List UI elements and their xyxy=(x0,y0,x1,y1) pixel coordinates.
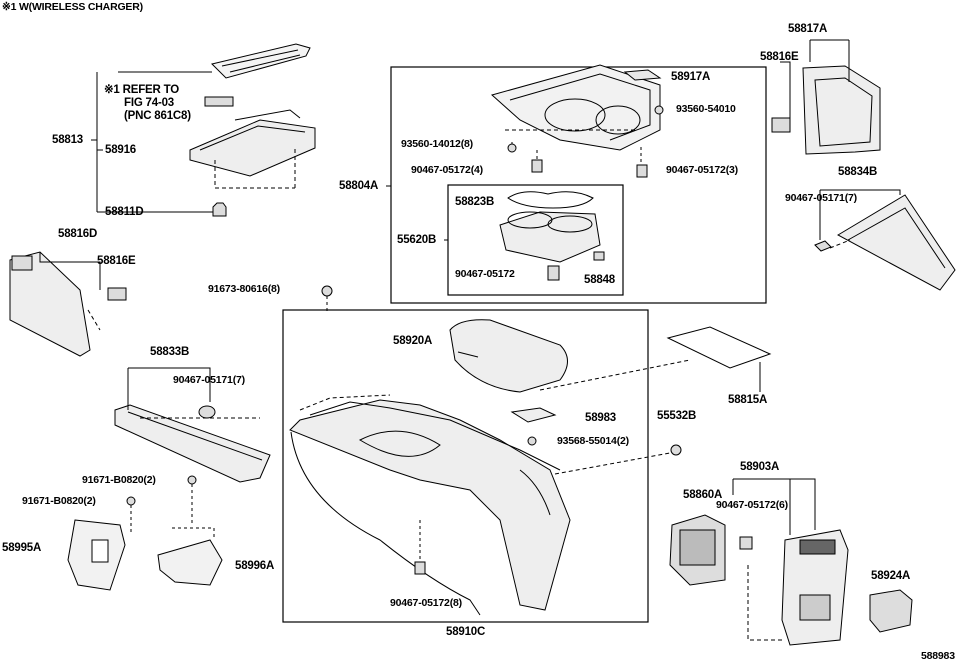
label-91671-B0820-b[interactable]: 91671-B0820(2) xyxy=(22,495,96,507)
label-58834B[interactable]: 58834B xyxy=(838,166,878,178)
part-58804A xyxy=(490,64,661,151)
leader-58813 xyxy=(91,71,213,213)
label-58916[interactable]: 58916 xyxy=(105,144,136,156)
part-cover-plate xyxy=(211,43,311,79)
label-58816E-left[interactable]: 58816E xyxy=(97,255,136,267)
refer-note-line2: FIG 74-03 xyxy=(124,97,174,109)
label-58848[interactable]: 58848 xyxy=(584,274,615,286)
part-58916 xyxy=(189,119,316,177)
header-note: ※1 W(WIRELESS CHARGER) xyxy=(2,1,143,13)
label-58804A[interactable]: 58804A xyxy=(339,180,379,192)
label-93568-55014[interactable]: 93568-55014(2) xyxy=(557,435,629,447)
label-58983[interactable]: 58983 xyxy=(585,412,616,424)
label-58920A[interactable]: 58920A xyxy=(393,335,433,347)
part-55620B xyxy=(499,211,601,263)
label-58813[interactable]: 58813 xyxy=(52,134,83,146)
label-55620B[interactable]: 55620B xyxy=(397,234,437,246)
part-58815A xyxy=(666,326,772,369)
label-58815A[interactable]: 58815A xyxy=(728,394,768,406)
part-58996A xyxy=(157,539,223,586)
label-91671-B0820-a[interactable]: 91671-B0820(2) xyxy=(82,474,156,486)
group-frame-58910C xyxy=(282,309,649,623)
label-58811D[interactable]: 58811D xyxy=(105,206,144,218)
part-58817A xyxy=(802,65,881,155)
group-frame-58804A xyxy=(390,66,767,304)
label-58816E-top[interactable]: 58816E xyxy=(760,51,799,63)
label-90467-05172-3[interactable]: 90467-05172(3) xyxy=(666,164,738,176)
label-58910C[interactable]: 58910C xyxy=(446,626,486,638)
part-58920A xyxy=(449,319,568,393)
label-90467-05172-8[interactable]: 90467-05172(8) xyxy=(390,597,462,609)
label-93560-54010[interactable]: 93560-54010 xyxy=(676,103,736,115)
label-93560-14012[interactable]: 93560-14012(8) xyxy=(401,138,473,150)
label-58833B[interactable]: 58833B xyxy=(150,346,190,358)
label-55532B[interactable]: 55532B xyxy=(657,410,697,422)
label-58817A[interactable]: 58817A xyxy=(788,23,828,35)
label-58816D[interactable]: 58816D xyxy=(58,228,98,240)
refer-note-line1: ※1 REFER TO xyxy=(104,84,179,96)
part-58834B xyxy=(836,194,956,291)
label-90467-05172[interactable]: 90467-05172 xyxy=(455,268,515,280)
part-58833B xyxy=(114,404,271,483)
part-58910C xyxy=(289,399,571,611)
label-58860A[interactable]: 58860A xyxy=(683,489,723,501)
label-58823B[interactable]: 58823B xyxy=(455,196,495,208)
label-90467-05171-7-left[interactable]: 90467-05171(7) xyxy=(173,374,245,386)
figure-id: 588983 xyxy=(921,650,955,662)
label-91673-80616[interactable]: 91673-80616(8) xyxy=(208,283,280,295)
part-58903A xyxy=(781,529,849,646)
part-58924A xyxy=(869,589,913,633)
part-58983 xyxy=(510,407,557,423)
label-58903A[interactable]: 58903A xyxy=(740,461,780,473)
label-90467-05172-4[interactable]: 90467-05172(4) xyxy=(411,164,483,176)
refer-note-line3: (PNC 861C8) xyxy=(124,110,191,122)
label-58996A[interactable]: 58996A xyxy=(235,560,275,572)
label-58917A[interactable]: 58917A xyxy=(671,71,711,83)
label-58995A[interactable]: 58995A xyxy=(2,542,42,554)
label-90467-05172-6[interactable]: 90467-05172(6) xyxy=(716,499,788,511)
label-90467-05171-7-right[interactable]: 90467-05171(7) xyxy=(785,192,857,204)
label-58924A[interactable]: 58924A xyxy=(871,570,911,582)
